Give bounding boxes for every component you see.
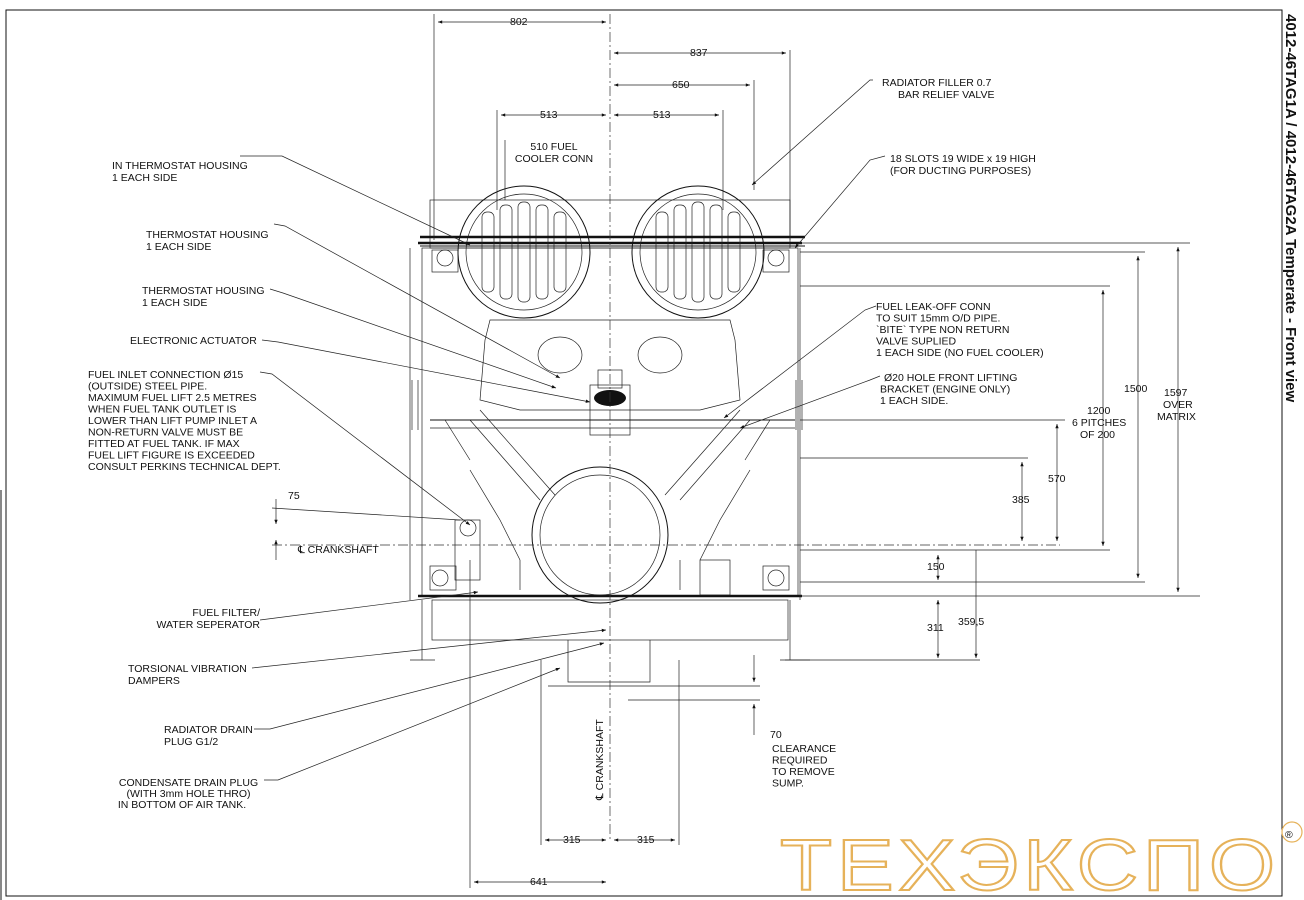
- dim-75: 75: [288, 490, 300, 502]
- dim-802: 802: [510, 16, 528, 28]
- dim-1200-of: OF 200: [1080, 429, 1115, 441]
- dim-1500: 1500: [1124, 383, 1148, 395]
- sheet-border: [5, 9, 1283, 897]
- left-bottom-dimensions: [271, 499, 760, 888]
- label-fuel-leak-off: FUEL LEAK-OFF CONN TO SUIT 15mm O/D PIPE…: [876, 301, 1044, 359]
- label-crankshaft-vertical: ℄ CRANKSHAFT: [594, 719, 606, 801]
- dim-513-left: 513: [540, 109, 558, 121]
- brand-logo: ТЕХЭКСПО: [780, 826, 1280, 900]
- registered-mark-circle: [1281, 821, 1303, 843]
- dim-315-left: 315: [563, 834, 581, 846]
- dim-311: 311: [927, 622, 944, 634]
- drawing-title: 4012-46TAG1A / 4012-46TAG2A Temperate - …: [1282, 14, 1299, 403]
- dim-1597: 1597: [1164, 387, 1188, 399]
- dim-650: 650: [672, 79, 690, 91]
- leader-lines: [240, 79, 886, 781]
- dim-837: 837: [690, 47, 708, 59]
- dim-1200-pitches: 6 PITCHES: [1072, 417, 1126, 429]
- dim-513-right: 513: [653, 109, 671, 121]
- label-electronic-actuator: ELECTRONIC ACTUATOR: [130, 335, 257, 347]
- dim-359: 359,5: [958, 616, 984, 628]
- dim-315-right: 315: [637, 834, 655, 846]
- dim-1597-matrix: MATRIX: [1157, 411, 1196, 423]
- label-ducting-slots: 18 SLOTS 19 WIDE x 19 HIGH(FOR DUCTING P…: [890, 153, 1036, 177]
- dim-70: 70: [770, 729, 782, 741]
- dim-570: 570: [1048, 473, 1066, 485]
- top-dimensions: [433, 14, 791, 240]
- label-fuel-filter: FUEL FILTER/WATER SEPERATOR: [157, 607, 261, 631]
- label-clearance: CLEARANCE REQUIRED TO REMOVE SUMP.: [772, 743, 839, 790]
- label-fuel-inlet: FUEL INLET CONNECTION Ø15 (OUTSIDE) STEE…: [88, 369, 281, 473]
- label-lifting-bracket: Ø20 HOLE FRONT LIFTING BRACKET (ENGINE O…: [880, 372, 1020, 407]
- dim-150: 150: [927, 561, 945, 573]
- registered-mark: ®: [1285, 829, 1293, 841]
- dim-641: 641: [530, 876, 548, 888]
- dim-1200: 1200: [1087, 405, 1111, 417]
- label-crankshaft-horizontal: ℄ CRANKSHAFT: [297, 544, 379, 556]
- label-condensate-drain: CONDENSATE DRAIN PLUG (WITH 3mm HOLE THR…: [118, 777, 261, 811]
- right-dimensions: [780, 242, 1200, 661]
- dim-1597-over: OVER: [1163, 399, 1193, 411]
- dim-385: 385: [1012, 494, 1030, 506]
